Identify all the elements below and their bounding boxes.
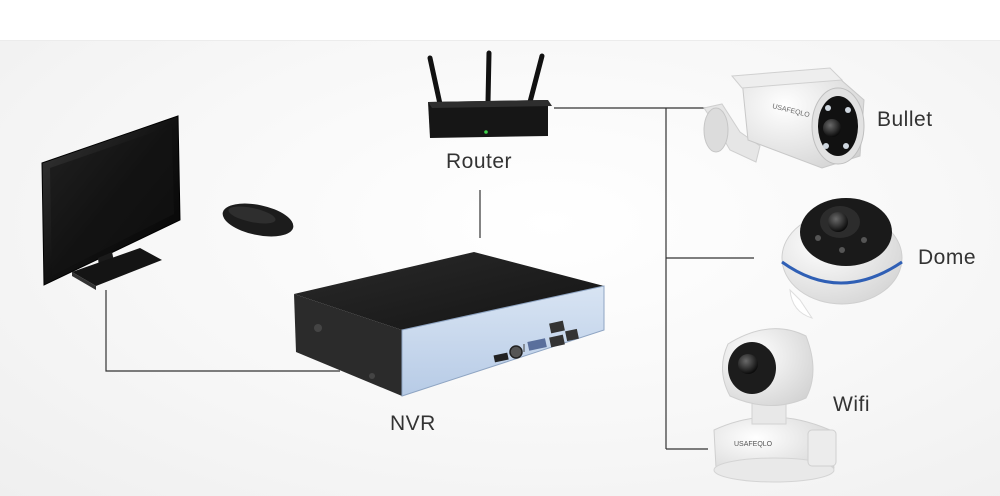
wifi-brand-logo: USAFEQLO xyxy=(734,441,773,448)
router-label: Router xyxy=(446,150,513,173)
router-icon xyxy=(427,50,552,138)
nvr-label: NVR xyxy=(390,412,436,435)
nvr-icon xyxy=(294,252,605,397)
dome-label: Dome xyxy=(918,246,977,269)
bullet-label: Bullet xyxy=(877,108,933,131)
dome-camera-icon xyxy=(781,198,903,319)
top-bar xyxy=(0,0,1000,41)
bullet-camera-icon: USAFEQLO xyxy=(703,67,865,169)
wifi-camera-icon: USAFEQLO xyxy=(713,328,837,483)
mouse-icon xyxy=(222,203,294,237)
line-monitor-nvr xyxy=(105,290,340,372)
connection-lines xyxy=(105,107,754,450)
wifi-label: Wifi xyxy=(833,393,870,416)
monitor-icon xyxy=(41,115,181,290)
